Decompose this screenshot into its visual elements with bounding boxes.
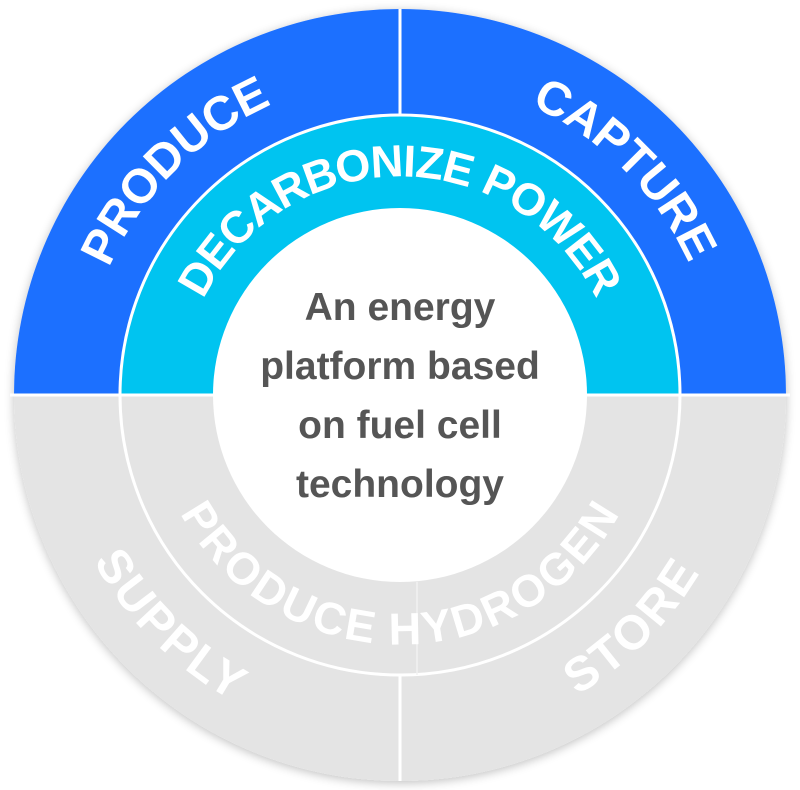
center-circle [213,208,587,582]
center-line-2: platform based [260,345,540,388]
center-line-4: technology [295,463,504,506]
center-line-3: on fuel cell [298,404,502,447]
center-description: An energy platform based on fuel cell te… [240,278,560,514]
center-line-1: An energy [304,286,496,329]
